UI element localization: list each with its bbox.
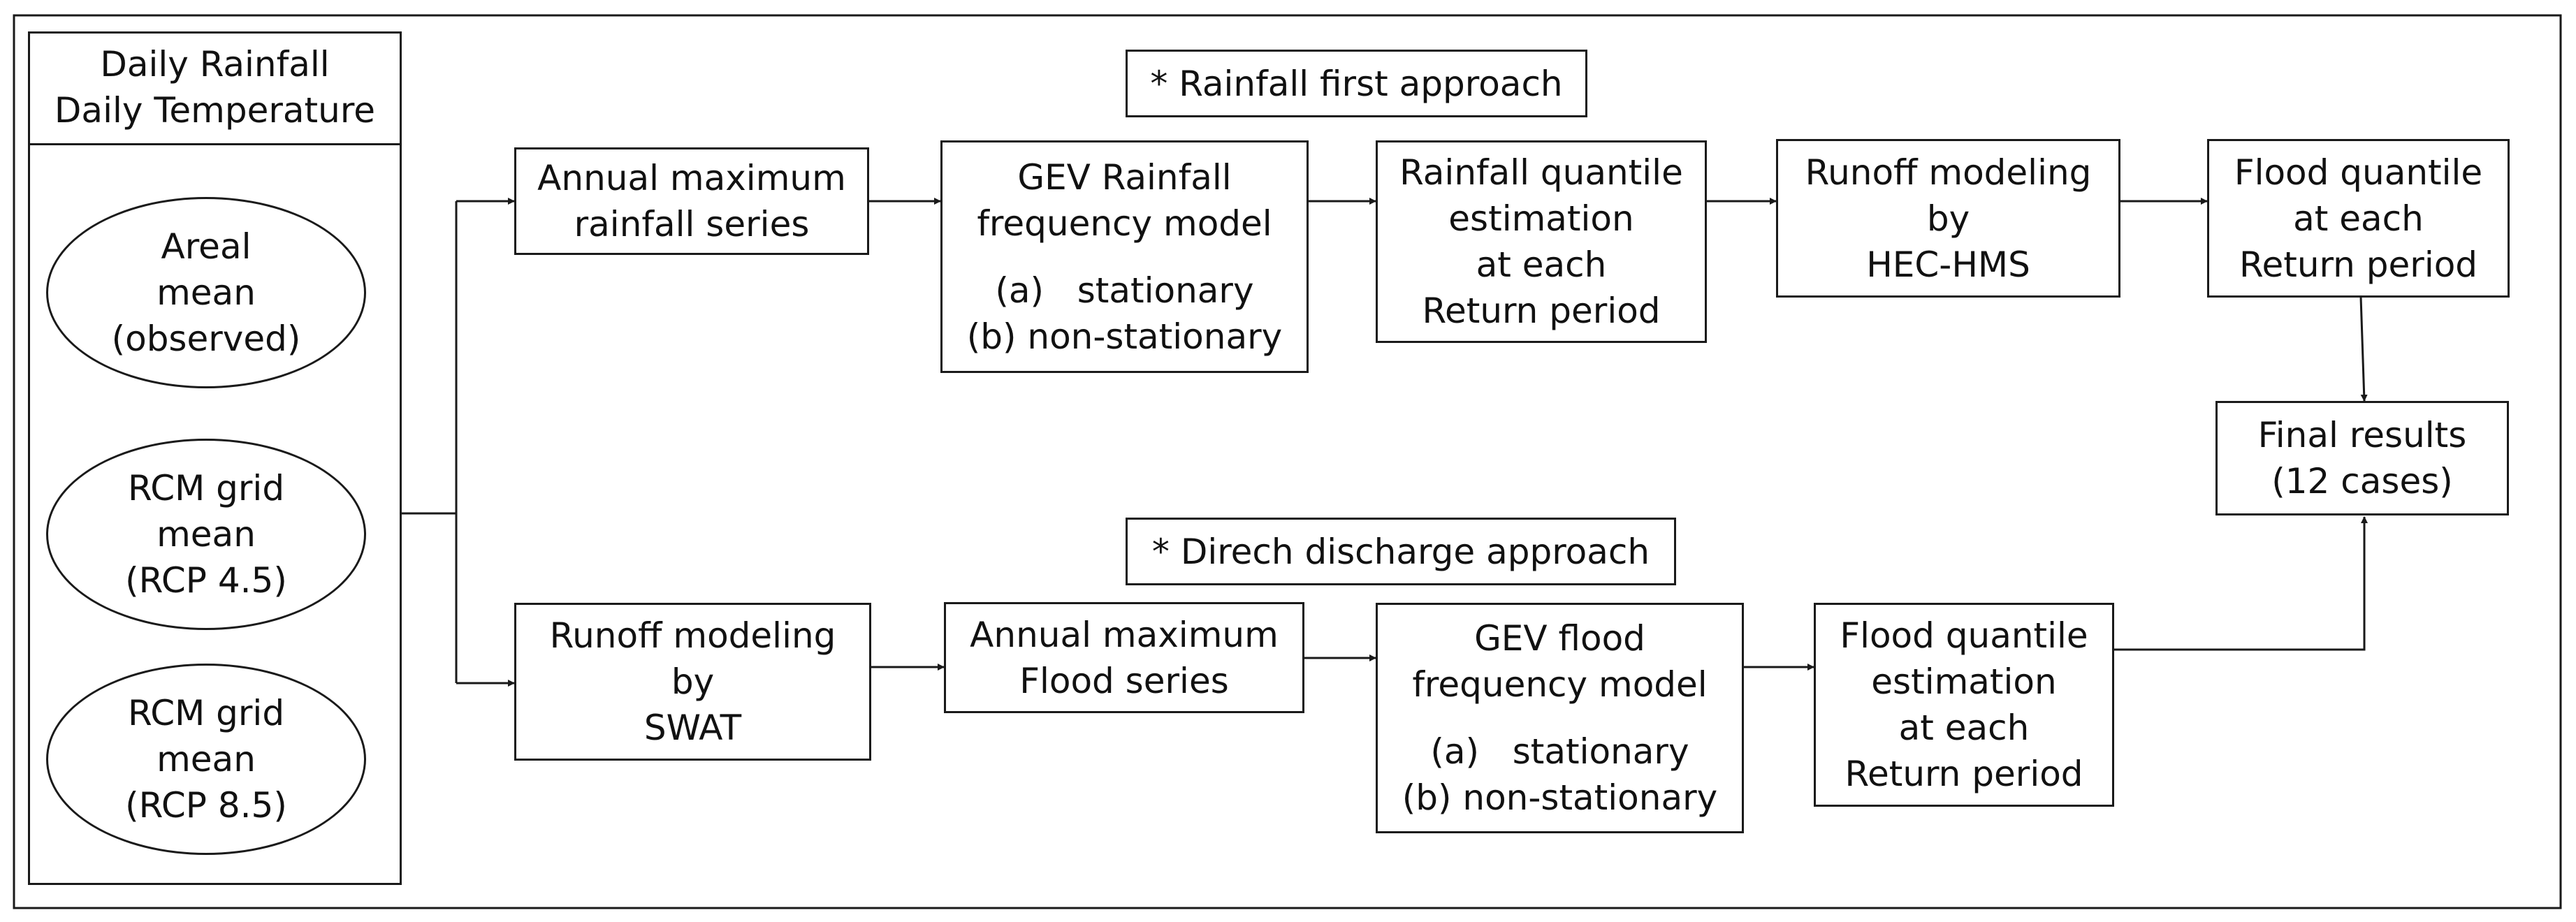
hec-hms-box: Runoff modeling by HEC-HMS — [1776, 139, 2120, 298]
source-observed: Areal mean (observed) — [46, 197, 366, 388]
source-rcp85-line-3: (RCP 8.5) — [125, 785, 287, 826]
input-header-line-1: Daily Rainfall — [100, 44, 330, 85]
rainfall-quantile-box: Rainfall quantile estimation at each Ret… — [1376, 140, 1707, 343]
gev-rainfall-line-2: frequency model — [977, 203, 1272, 244]
gev-flood-line-2: frequency model — [1412, 664, 1708, 705]
gev-rainfall-option-b: (b) non-stationary — [966, 316, 1283, 357]
source-rcp45-line-1: RCM grid — [127, 468, 285, 508]
rainfall-quantile-line-3: at each — [1476, 244, 1607, 285]
gev-rainfall-box: GEV Rainfall frequency model (a) station… — [940, 140, 1309, 373]
arrow-flood-quantile-to-final — [2359, 296, 2368, 402]
final-results-line-2: (12 cases) — [2271, 461, 2453, 502]
final-results-box: Final results (12 cases) — [2215, 401, 2509, 515]
input-panel-header: Daily Rainfall Daily Temperature — [28, 31, 402, 145]
flood-quantile-bottom-line-2: estimation — [1871, 661, 2057, 702]
discharge-approach-text: * Direch discharge approach — [1151, 531, 1650, 572]
flood-quantile-bottom-line-4: Return period — [1844, 754, 2083, 794]
hec-hms-line-2: by — [1926, 198, 1970, 239]
discharge-approach-label: * Direch discharge approach — [1126, 518, 1676, 585]
annual-max-flood-box: Annual maximum Flood series — [944, 602, 1304, 713]
swat-box: Runoff modeling by SWAT — [514, 603, 871, 761]
source-rcp85: RCM grid mean (RCP 8.5) — [46, 664, 366, 855]
gev-flood-option-a: (a) stationary — [1430, 731, 1689, 772]
flood-quantile-bottom-line-1: Flood quantile — [1840, 615, 2088, 656]
source-observed-line-1: Areal — [161, 226, 252, 267]
rainfall-approach-label: * Rainfall first approach — [1126, 50, 1587, 117]
swat-line-3: SWAT — [643, 708, 742, 748]
gev-rainfall-option-a: (a) stationary — [995, 270, 1254, 311]
annual-max-flood-line-2: Flood series — [1019, 660, 1229, 701]
arrow-flood-quantile-to-final-bottom — [2113, 516, 2368, 651]
source-rcp85-line-1: RCM grid — [127, 693, 285, 733]
gev-flood-box: GEV flood frequency model (a) stationary… — [1376, 603, 1744, 833]
rainfall-quantile-line-2: estimation — [1448, 198, 1634, 239]
outer-frame — [13, 14, 2562, 909]
swat-line-1: Runoff modeling — [549, 615, 836, 656]
annual-max-rainfall-box: Annual maximum rainfall series — [514, 147, 869, 255]
gev-flood-line-1: GEV flood — [1474, 618, 1645, 659]
source-rcp45-line-2: mean — [157, 514, 256, 555]
annual-max-flood-line-1: Annual maximum — [970, 614, 1279, 655]
gev-rainfall-line-1: GEV Rainfall — [1017, 156, 1232, 198]
flood-quantile-top-line-1: Flood quantile — [2234, 152, 2483, 193]
hec-hms-line-3: HEC-HMS — [1866, 244, 2030, 285]
annual-max-rainfall-line-2: rainfall series — [574, 204, 810, 244]
rainfall-quantile-line-4: Return period — [1422, 291, 1661, 331]
flood-quantile-top-box: Flood quantile at each Return period — [2207, 139, 2510, 298]
swat-line-2: by — [671, 661, 715, 702]
flood-quantile-bottom-line-3: at each — [1898, 708, 2030, 748]
rainfall-approach-text: * Rainfall first approach — [1150, 63, 1563, 104]
flood-quantile-top-line-2: at each — [2293, 198, 2424, 239]
annual-max-rainfall-line-1: Annual maximum — [537, 158, 846, 198]
final-results-line-1: Final results — [2257, 415, 2467, 455]
flood-quantile-top-line-3: Return period — [2239, 244, 2478, 285]
source-rcp85-line-2: mean — [157, 739, 256, 780]
source-rcp45: RCM grid mean (RCP 4.5) — [46, 439, 366, 630]
source-observed-line-2: mean — [157, 272, 256, 313]
gev-flood-option-b: (b) non-stationary — [1402, 777, 1718, 818]
input-header-line-2: Daily Temperature — [54, 90, 376, 131]
hec-hms-line-1: Runoff modeling — [1805, 152, 2092, 193]
rainfall-quantile-line-1: Rainfall quantile — [1399, 152, 1683, 193]
source-observed-line-3: (observed) — [111, 319, 301, 359]
source-rcp45-line-3: (RCP 4.5) — [125, 560, 287, 601]
flood-quantile-bottom-box: Flood quantile estimation at each Return… — [1814, 603, 2114, 807]
